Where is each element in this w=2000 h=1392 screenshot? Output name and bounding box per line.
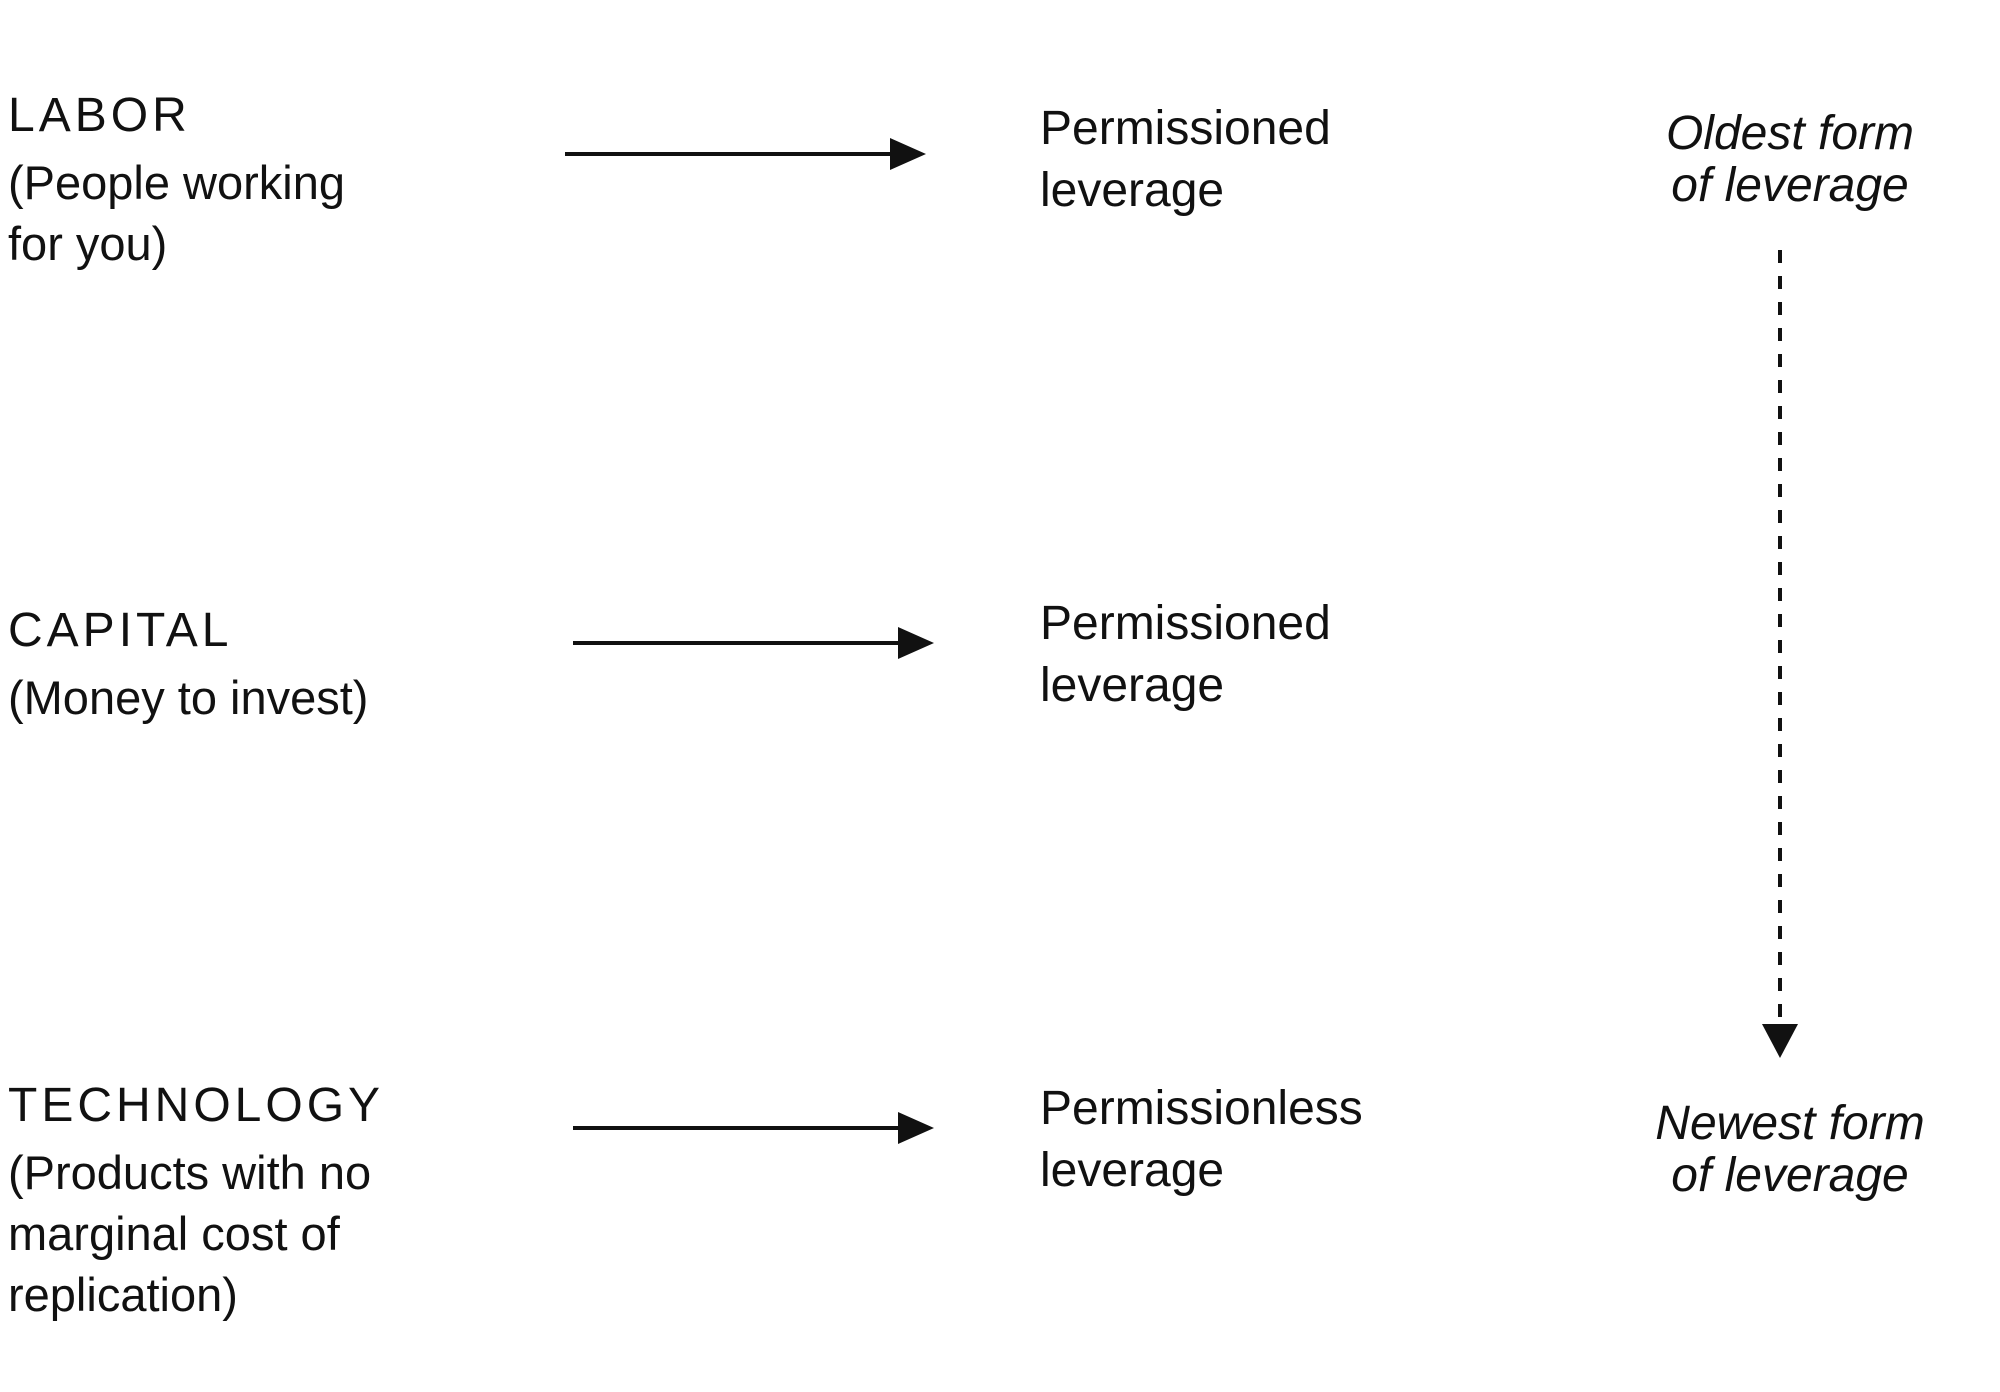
source-title: CAPITAL [8, 604, 233, 657]
dashed-down-arrow-icon [1762, 250, 1798, 1058]
right-arrow-icon [565, 138, 926, 170]
result-capital: Permissioned leverage [1040, 593, 1460, 717]
result-technology: Permissionless leverage [1040, 1078, 1460, 1202]
source-description: (Money to invest) [8, 667, 468, 728]
oldest-form-note: Oldest form of leverage [1600, 108, 1980, 212]
result-labor: Permissioned leverage [1040, 98, 1460, 222]
source-capital: CAPITAL (Money to invest) [8, 603, 468, 728]
source-desc-line: marginal cost of [8, 1207, 340, 1260]
right-arrow-icon [573, 627, 934, 659]
result-line: leverage [1040, 164, 1225, 217]
source-title: LABOR [8, 89, 191, 142]
source-desc-line: (Products with no [8, 1146, 372, 1199]
result-line: leverage [1040, 1144, 1225, 1197]
result-line: Permissioned [1040, 597, 1331, 650]
source-labor: LABOR (People working for you) [8, 88, 468, 274]
source-technology: TECHNOLOGY (Products with no marginal co… [8, 1078, 468, 1325]
newest-form-note: Newest form of leverage [1600, 1098, 1980, 1202]
note-line: Oldest form [1665, 107, 1915, 160]
source-title: TECHNOLOGY [8, 1079, 385, 1132]
result-line: Permissioned [1040, 102, 1331, 155]
note-line: of leverage [1671, 1149, 1909, 1202]
source-description: (Products with no marginal cost of repli… [8, 1142, 468, 1325]
source-desc-line: (People working [8, 156, 346, 209]
result-line: Permissionless [1040, 1082, 1363, 1135]
note-line: Newest form [1655, 1097, 1925, 1150]
source-description: (People working for you) [8, 152, 468, 274]
note-line: of leverage [1671, 159, 1909, 212]
source-desc-line: replication) [8, 1268, 238, 1321]
right-arrow-icon [573, 1112, 934, 1144]
result-line: leverage [1040, 659, 1225, 712]
source-desc-line: (Money to invest) [8, 671, 369, 724]
source-desc-line: for you) [8, 217, 168, 270]
